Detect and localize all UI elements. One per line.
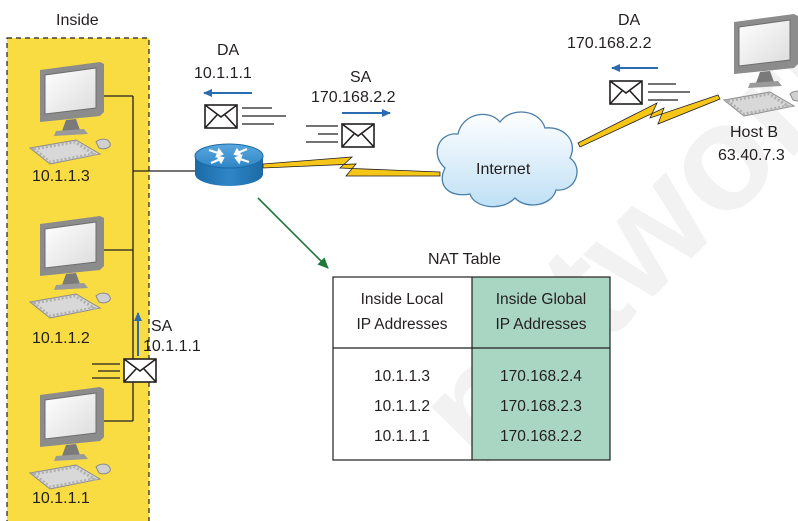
envelope-icon <box>204 104 238 129</box>
router-in-ip: 170.168.2.2 <box>311 89 396 106</box>
host-b-out-ip: 170.168.2.2 <box>567 35 652 52</box>
speed-lines <box>92 363 120 379</box>
nat-table <box>332 276 611 461</box>
nat-cell-local: 10.1.1.2 <box>374 398 430 415</box>
nat-header-global: IP Addresses <box>495 316 586 333</box>
router-icon <box>194 143 264 186</box>
host-b-ip: 63.40.7.3 <box>718 147 785 164</box>
host-label: 10.1.1.1 <box>32 490 90 507</box>
host-b-out-da-label: DA <box>618 12 641 29</box>
speed-lines <box>648 83 690 101</box>
router-out-da-label: DA <box>217 42 240 59</box>
inside-label: Inside <box>56 12 99 29</box>
nat-header-local: Inside Local <box>361 291 444 308</box>
nat-table-title: NAT Table <box>428 251 501 268</box>
nat-cell-global: 170.168.2.3 <box>500 398 582 415</box>
nat-header-local: IP Addresses <box>356 316 447 333</box>
host-label: 10.1.1.2 <box>32 330 90 347</box>
nat-cell-local: 10.1.1.3 <box>374 368 430 385</box>
internet-label: Internet <box>476 161 531 178</box>
nat-cell-global: 170.168.2.2 <box>500 428 582 445</box>
internet-cloud-icon <box>436 111 578 208</box>
nat-lookup-arrow <box>257 197 329 269</box>
nat-cell-local: 10.1.1.1 <box>374 428 430 445</box>
wan-link-lightning <box>262 156 441 177</box>
envelope-icon <box>341 123 375 148</box>
speed-lines <box>306 125 338 143</box>
router-out-ip: 10.1.1.1 <box>194 65 252 82</box>
nat-header-global: Inside Global <box>496 291 586 308</box>
inside-up-da-label: SA <box>151 318 173 335</box>
host-b-name: Host B <box>730 124 778 141</box>
nat-cell-global: 170.168.2.4 <box>500 368 582 385</box>
inside-up-ip: 10.1.1.1 <box>143 338 201 355</box>
envelope-icon <box>609 80 643 105</box>
host-label: 10.1.1.3 <box>32 168 90 185</box>
host-b-link-lightning <box>577 94 721 148</box>
speed-lines <box>242 107 286 125</box>
envelope-icon <box>123 358 157 383</box>
router-in-sa-label: SA <box>350 69 372 86</box>
